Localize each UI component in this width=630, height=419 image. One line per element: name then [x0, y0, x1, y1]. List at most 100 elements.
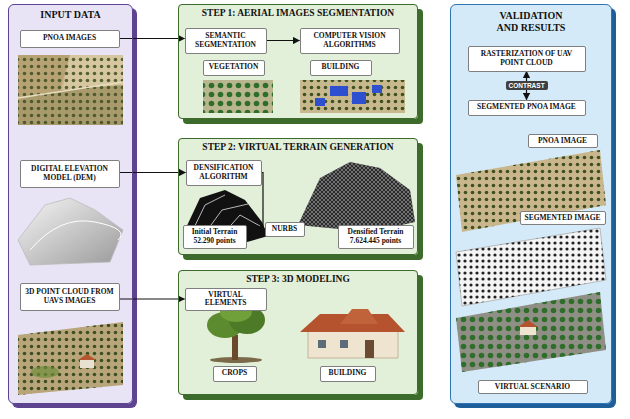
panel-ground	[178, 270, 418, 395]
process-box: VEGETATION	[203, 60, 265, 76]
panel-heading: STEP 2: VIRTUAL TERRAIN GENERATION	[183, 142, 413, 153]
process-box: COMPUTER VISION ALGORITHMS	[300, 28, 400, 54]
process-box: BUILDING	[320, 366, 376, 382]
stage-panel: STEP 2: VIRTUAL TERRAIN GENERATION DENSIF…	[178, 138, 418, 255]
segmented-ground	[456, 228, 606, 306]
flow-arrow	[120, 172, 186, 173]
flow-arrow	[120, 298, 185, 299]
box-label: SEGMENTED PNOA IMAGE	[477, 103, 576, 112]
olive-grove	[300, 80, 405, 113]
process-box: DENSIFICATION ALGORITHM	[186, 160, 262, 186]
densified-terrain-image	[298, 162, 415, 232]
process-box: RASTERIZATION OF UAV POINT CLOUD	[468, 46, 586, 72]
olive-grove	[18, 322, 123, 395]
field	[18, 55, 123, 125]
panel-heading: INPUT DATA	[15, 9, 126, 21]
terrain-mesh	[298, 162, 415, 232]
stage-panel: VALIDATION AND RESULTS RASTERIZATION OF U…	[450, 4, 612, 404]
process-box: Initial Terrain52.290 points	[183, 225, 247, 249]
box-label: SEMANTIC SEGMENTATION	[189, 32, 263, 49]
terrain	[298, 162, 415, 232]
ground	[300, 80, 405, 113]
pnoa-layer	[456, 150, 606, 232]
building-mask	[372, 85, 382, 93]
process-box: Densified Terrain7.624.445 points	[338, 225, 414, 249]
field	[456, 150, 606, 232]
process-box: SEMANTIC SEGMENTATION	[185, 28, 267, 54]
virtual-layer	[456, 292, 606, 372]
olive-grove	[456, 150, 606, 232]
vegetation-image	[203, 80, 273, 113]
flow-arrow	[262, 173, 265, 230]
process-box: NURBS	[265, 222, 305, 237]
panel-ground	[450, 4, 612, 404]
segmented-dots	[456, 228, 606, 306]
house-wall	[80, 360, 94, 368]
building-mask	[352, 92, 366, 104]
building-mask	[330, 86, 348, 96]
house-roof	[78, 354, 96, 360]
ground	[203, 80, 273, 113]
panel-ground	[178, 138, 418, 255]
panel-heading: VALIDATION AND RESULTS	[489, 10, 573, 34]
stage-panel: INPUT DATA PNOA IMAGES DIGITAL ELEVATION M…	[8, 4, 133, 404]
panel-heading: STEP 3: 3D MODELING	[183, 274, 413, 285]
olive-grove	[203, 80, 273, 113]
box-label: 7.624.445 points	[350, 237, 401, 246]
tree-trunk	[232, 335, 238, 360]
box-label: 52.290 points	[193, 237, 235, 246]
box-label: Initial Terrain	[192, 228, 238, 237]
flow-arrow	[267, 40, 300, 41]
virtual-ground	[456, 292, 606, 372]
green-patch	[31, 366, 59, 378]
house-model	[300, 309, 405, 358]
olive-tree-model	[207, 302, 265, 363]
dem-surface	[18, 198, 123, 265]
process-box: BUILDING	[310, 60, 372, 76]
box-label: PNOA IMAGES	[43, 34, 96, 43]
process-box: VIRTUAL SCENARIO	[478, 380, 588, 395]
process-box: PNOA IMAGES	[20, 30, 120, 48]
point-cloud-photo	[18, 322, 123, 395]
segmented-layer	[456, 228, 606, 306]
panel-ground	[178, 4, 418, 119]
process-box: VIRTUAL ELEMENTS	[185, 288, 267, 311]
olive-grove	[18, 55, 123, 125]
house-window	[340, 340, 348, 348]
process-box: DIGITAL ELEVATION MODEL (DEM)	[20, 160, 120, 188]
box-label: SEGMENTED IMAGE	[524, 214, 600, 223]
box-label: VEGETATION	[209, 63, 259, 72]
terrain	[18, 198, 123, 265]
process-box: CROPS	[213, 366, 257, 382]
stage-panel: STEP 3: 3D MODELING VIRTUAL ELEMENTS CROPS…	[178, 270, 418, 395]
box-label: RASTERIZATION OF UAV POINT CLOUD	[472, 50, 582, 67]
process-box: SEGMENTED PNOA IMAGE	[468, 100, 586, 116]
house-wall	[520, 326, 536, 335]
box-label: CROPS	[222, 369, 247, 378]
house-wall	[308, 330, 398, 358]
building-image	[300, 80, 405, 113]
box-label: VIRTUAL ELEMENTS	[189, 291, 263, 308]
pnoa-photo	[18, 55, 123, 125]
box-label: COMPUTER VISION ALGORITHMS	[304, 32, 396, 49]
house-door	[365, 340, 374, 358]
edge-label: CONTRAST	[506, 81, 548, 91]
box-label: BUILDING	[322, 63, 360, 72]
box-label: PNOA IMAGE	[538, 137, 587, 146]
house-window	[318, 340, 326, 348]
ridge	[30, 221, 121, 250]
building-mask	[315, 98, 325, 106]
stage-panel: STEP 1: AERIAL IMAGES SEGMENTATION SEMANT…	[178, 4, 418, 119]
process-box: SEGMENTED IMAGE	[520, 211, 606, 226]
panel-ground	[8, 4, 133, 404]
virtual-trees	[456, 292, 606, 372]
house-roof	[518, 320, 538, 327]
panel-heading: STEP 1: AERIAL IMAGES SEGMENTATION	[183, 8, 413, 19]
process-box: PNOA IMAGE	[528, 134, 598, 149]
box-label: DENSIFICATION ALGORITHM	[190, 164, 258, 181]
box-label: BUILDING	[329, 369, 367, 378]
box-label: Densified Terrain	[347, 228, 403, 237]
road	[18, 82, 123, 98]
flow-arrow	[120, 38, 185, 39]
